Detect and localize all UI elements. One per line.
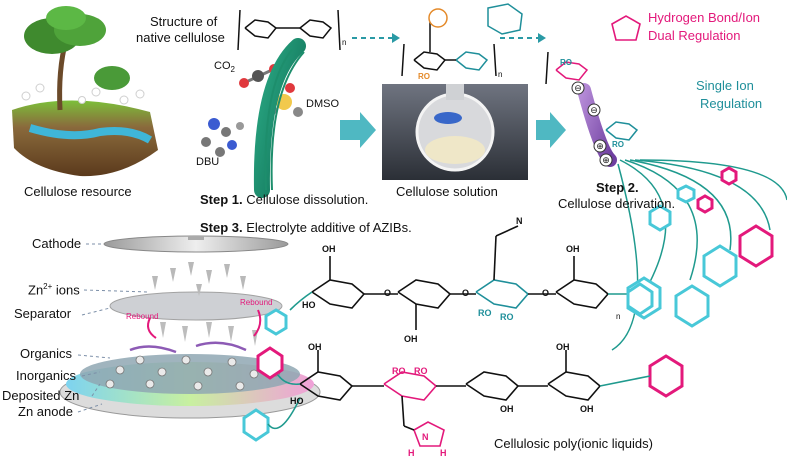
- cotton-bolls: [21, 83, 145, 105]
- step2-arrow: [536, 112, 566, 148]
- imidazolium-ring-top: [611, 15, 641, 41]
- native-cellulose-structure: [237, 9, 341, 51]
- oh-label-1: OH: [322, 244, 336, 254]
- hb-dual-regulation-line1: Hydrogen Bond/Ion: [648, 10, 761, 25]
- ro-label-1: RO: [478, 308, 492, 318]
- h-label-1: H: [408, 448, 415, 458]
- carbonate-anion: [428, 8, 448, 28]
- river: [28, 124, 153, 144]
- o-label-1: O: [384, 288, 392, 298]
- n-subscript-2: n: [498, 70, 503, 79]
- rod-charge-signs: ⊖ ⊖ ⊕ ⊕: [574, 83, 610, 165]
- lower-polymer-chain: [275, 350, 651, 427]
- co2-label: CO2: [214, 60, 235, 75]
- inorganics-label: Inorganics: [16, 368, 76, 383]
- purple-chains: [129, 341, 247, 354]
- organics-label: Organics: [20, 346, 73, 361]
- cellulose-fiber-bundle: [253, 38, 306, 198]
- rebound-label-right: Rebound: [240, 298, 273, 307]
- svg-text:⊕: ⊕: [596, 141, 604, 151]
- step1-label: Step 1. Cellulose dissolution.: [200, 192, 369, 207]
- step1-arrow: [340, 112, 376, 148]
- separator-disk: [109, 291, 283, 321]
- dbu-cation-ring: [487, 3, 523, 35]
- bush: [94, 66, 130, 90]
- lower-chain-hex-2: [242, 408, 270, 442]
- oh-label-7: OH: [580, 404, 594, 414]
- upper-polymer-chain: [289, 225, 628, 330]
- cellulose-resource-island: [12, 6, 158, 177]
- step2-text: Cellulose derivation.: [558, 196, 676, 211]
- h-label-2: H: [440, 448, 447, 458]
- cathode-label: Cathode: [32, 236, 82, 251]
- upper-chain-right-hex: [626, 282, 654, 316]
- hb-dual-regulation-line2: Dual Regulation: [648, 28, 741, 43]
- zn-anode-label: Zn anode: [18, 404, 73, 419]
- zn-ions-label: Zn2+ ions: [28, 282, 80, 298]
- single-ion-line1: Single Ion: [696, 78, 754, 93]
- imidazolium-ring-bottom: [413, 421, 445, 447]
- svg-text:⊖: ⊖: [590, 105, 598, 115]
- step3-label: Step 3. Electrolyte additive of AZIBs.: [200, 220, 412, 235]
- ro-label-2: RO: [500, 312, 514, 322]
- rod-charges: [571, 81, 613, 167]
- n-subscript-1: n: [342, 38, 347, 47]
- ho-label-2: HO: [290, 396, 304, 406]
- battery-diagram: [59, 235, 321, 419]
- oh-label-4: OH: [308, 342, 322, 352]
- oh-label-2: OH: [566, 244, 580, 254]
- dbu-label: DBU: [196, 156, 220, 168]
- poly-ionic-liquids-label: Cellulosic poly(ionic liquids): [494, 436, 653, 451]
- n-plus-label-2: N: [422, 432, 429, 442]
- ro-label-4: RO: [414, 366, 428, 376]
- ro-label-3: RO: [392, 366, 406, 376]
- rebound-label-left: Rebound: [126, 312, 159, 321]
- deposited-zn-label: Deposited Zn: [2, 388, 80, 403]
- single-ion-line2: Regulation: [700, 96, 763, 111]
- step2-bold: Step 2.: [596, 180, 639, 195]
- lower-chain-end-hex: [256, 346, 284, 380]
- oh-label-3: OH: [404, 334, 418, 344]
- ho-label-1: HO: [302, 300, 316, 310]
- dmso-label: DMSO: [306, 98, 339, 110]
- svg-text:⊖: ⊖: [574, 83, 582, 93]
- intermediate-structure: [401, 22, 497, 77]
- oh-label-6: OH: [500, 404, 514, 414]
- ro-label-top: RO: [560, 58, 572, 67]
- derived-cellulose-structure: [545, 51, 639, 141]
- sei-layer: [80, 354, 300, 394]
- zn-ion-cones: [152, 262, 246, 296]
- label-pointers: [77, 243, 149, 413]
- cellulose-resource-label: Cellulose resource: [24, 184, 132, 199]
- svg-text:⊕: ⊕: [602, 155, 610, 165]
- cellulose-solution-label: Cellulose solution: [396, 184, 498, 199]
- structure-label-line2: native cellulose: [136, 30, 225, 45]
- dbu-molecule: [201, 118, 244, 157]
- cellulose-solution-photo: [382, 84, 528, 180]
- ro-label-mid: RO: [418, 72, 430, 81]
- ro-label-rod: RO: [612, 140, 624, 149]
- o-label-2: O: [462, 288, 470, 298]
- separator-label: Separator: [14, 306, 72, 321]
- oh-label-5: OH: [556, 342, 570, 352]
- o-label-3: O: [542, 288, 550, 298]
- upper-chain-end-hex: [264, 308, 288, 336]
- n-plus-label-1: N: [516, 216, 523, 226]
- structure-label-line1: Structure of: [150, 14, 218, 29]
- n-subscript-3: n: [616, 312, 621, 321]
